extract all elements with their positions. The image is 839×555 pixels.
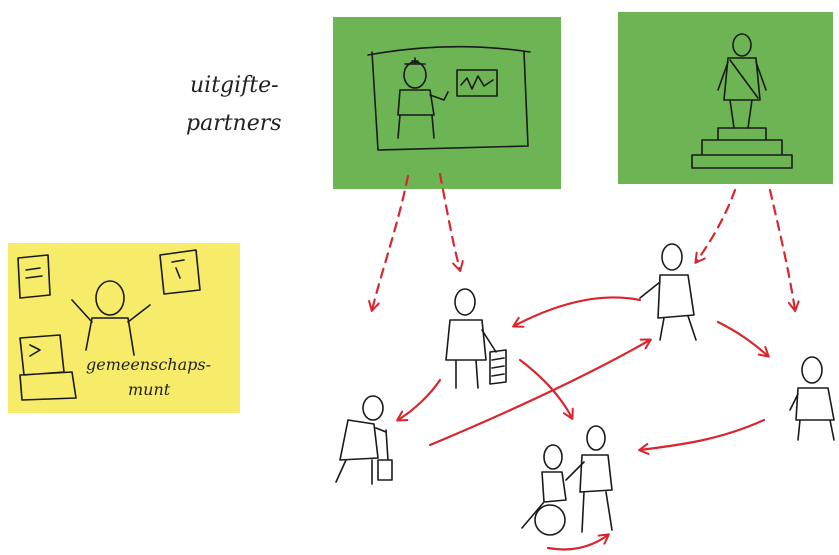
partners-label-line1: uitgifte- xyxy=(190,73,279,98)
arrow-under-pair xyxy=(546,533,610,551)
doctor-card xyxy=(333,17,561,189)
person-right-edge xyxy=(789,356,835,441)
arrow-bag-to-shoveler xyxy=(396,378,442,422)
arrow-pointer-to-right xyxy=(716,320,770,358)
dashed-arrow-doctor-left xyxy=(368,174,410,312)
statue-card-background xyxy=(618,12,833,184)
person-pointing xyxy=(639,243,697,341)
statue-card xyxy=(618,12,833,184)
mint-label-line1: gemeenschaps- xyxy=(86,355,211,374)
arrow-shoveler-to-pointer xyxy=(428,338,652,447)
dashed-arrow-doctor-right xyxy=(438,172,464,272)
exchange-arrows xyxy=(396,296,770,551)
person-with-bag xyxy=(445,288,507,389)
dashed-arrow-statue-right xyxy=(768,188,800,312)
person-shoveling xyxy=(335,395,393,485)
dashed-arrow-statue-left xyxy=(694,188,737,264)
issuance-arrows xyxy=(368,172,800,312)
arrow-bag-to-pair xyxy=(518,358,574,420)
doctor-card-background xyxy=(333,17,561,189)
doctor-with-monitor-icon xyxy=(367,45,531,151)
mint-card-background xyxy=(8,243,240,413)
arrow-right-to-pair xyxy=(638,418,766,455)
wheelchair-pair xyxy=(521,425,613,536)
mint-card: gemeenschaps- munt xyxy=(8,243,240,413)
mint-label-line2: munt xyxy=(128,380,171,399)
partners-label-line2: partners xyxy=(186,111,282,136)
arrow-pointer-to-bag xyxy=(512,296,642,328)
person-at-laptop-icon xyxy=(17,249,201,401)
statue-on-pedestal-icon xyxy=(691,33,793,169)
